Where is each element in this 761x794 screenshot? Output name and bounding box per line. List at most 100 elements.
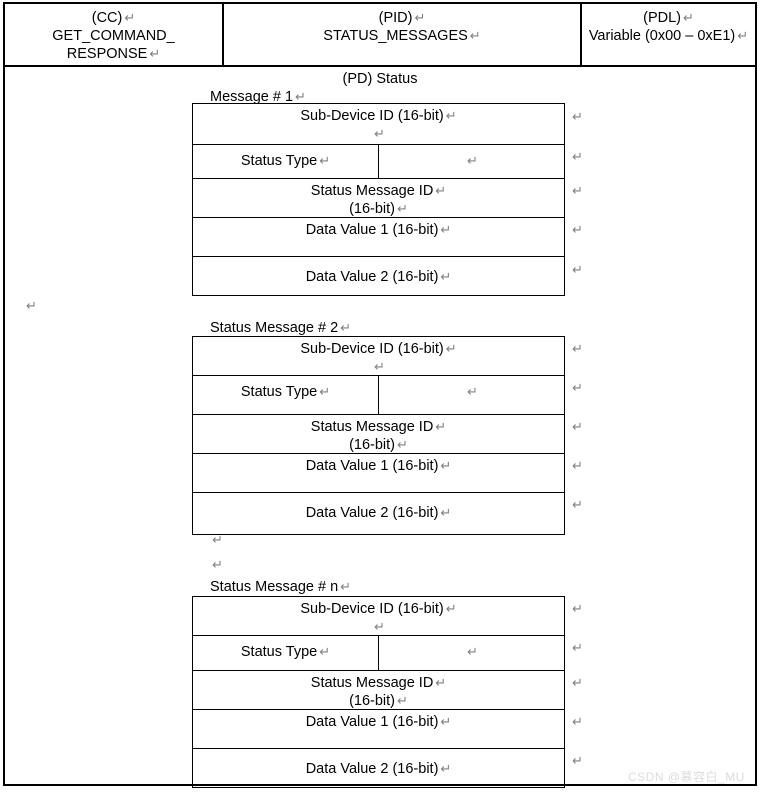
sub-device-id-label: Sub-Device ID (16-bit) <box>300 108 444 124</box>
spacer-return-icon: ↵ <box>212 557 223 572</box>
return-icon: ↵ <box>319 153 331 168</box>
return-icon: ↵ <box>319 384 331 399</box>
block2-caption-text: Status Message # 2 <box>210 320 339 336</box>
return-icon: ↵ <box>467 384 478 399</box>
data-value-2-label: Data Value 2 (16-bit) <box>305 269 439 285</box>
cc-tag: (CC) <box>91 10 123 26</box>
row-return-icon: ↵ <box>572 640 583 655</box>
return-icon: ↵ <box>440 269 452 284</box>
sub-device-id-label: Sub-Device ID (16-bit) <box>300 601 444 617</box>
status-type-empty-cell: ↵ <box>379 376 564 414</box>
row-return-icon: ↵ <box>572 714 583 729</box>
return-icon: ↵ <box>445 108 457 123</box>
return-icon: ↵ <box>440 761 452 776</box>
row-return-icon: ↵ <box>572 341 583 356</box>
row-return-icon: ↵ <box>572 183 583 198</box>
header-cell-pid: (PID)↵ STATUS_MESSAGES↵ <box>224 4 582 65</box>
row-return-icon: ↵ <box>572 753 583 768</box>
status-type-label: Status Type <box>240 153 318 169</box>
pdl-tag: (PDL) <box>643 10 681 26</box>
pd-status-area: (PD) Status Message # 1↵ ↵ Sub-Device ID… <box>5 67 755 788</box>
return-icon: ↵ <box>149 46 161 61</box>
return-icon: ↵ <box>435 183 447 198</box>
status-message-block-1: Sub-Device ID (16-bit)↵ ↵ Status Type↵ ↵… <box>192 103 565 296</box>
return-icon: ↵ <box>435 419 447 434</box>
return-icon: ↵ <box>340 320 352 335</box>
spacer-return-icon: ↵ <box>212 532 223 547</box>
header-cell-pdl: (PDL)↵ Variable (0x00 – 0xE1)↵ <box>582 4 755 65</box>
sub-device-id-line: Sub-Device ID (16-bit)↵ <box>193 104 564 125</box>
field-row-status-type: Status Type↵ ↵ <box>193 636 564 671</box>
status-message-id-bits: (16-bit) <box>349 437 396 453</box>
return-icon: ↵ <box>374 619 385 634</box>
field-row-data-value-1: Data Value 1 (16-bit)↵ <box>193 710 564 749</box>
return-icon: ↵ <box>435 675 447 690</box>
data-value-1-label: Data Value 1 (16-bit) <box>305 714 439 730</box>
data-value-2-line: Data Value 2 (16-bit)↵ <box>193 493 564 522</box>
status-message-id-bits: (16-bit) <box>349 693 396 709</box>
cc-value-line2-wrap: RESPONSE↵ <box>5 45 222 63</box>
field-row-data-value-1: Data Value 1 (16-bit)↵ <box>193 454 564 493</box>
field-row-sub-device-id: Sub-Device ID (16-bit)↵ ↵ <box>193 104 564 145</box>
status-message-id-label: Status Message ID <box>310 419 434 435</box>
return-icon: ↵ <box>682 10 694 25</box>
cc-value-line1: GET_COMMAND_ <box>52 28 175 44</box>
status-message-id-label: Status Message ID <box>310 183 434 199</box>
field-row-data-value-2: Data Value 2 (16-bit)↵ <box>193 749 564 787</box>
cc-tag-line: (CC)↵ <box>5 9 222 27</box>
status-message-id-bits: (16-bit) <box>349 201 396 217</box>
row-return-icon: ↵ <box>572 458 583 473</box>
field-row-data-value-2: Data Value 2 (16-bit)↵ <box>193 493 564 534</box>
return-icon: ↵ <box>469 28 481 43</box>
return-icon: ↵ <box>445 601 457 616</box>
block3-caption-text: Status Message # n <box>210 579 339 595</box>
status-message-id-line2: (16-bit)↵ <box>193 436 564 454</box>
data-value-1-label: Data Value 1 (16-bit) <box>305 222 439 238</box>
data-value-2-line: Data Value 2 (16-bit)↵ <box>193 749 564 778</box>
pid-tag-line: (PID)↵ <box>224 9 580 27</box>
row-return-icon: ↵ <box>572 149 583 164</box>
return-icon: ↵ <box>397 201 408 216</box>
pdl-tag-line: (PDL)↵ <box>582 9 755 27</box>
block2-caption: Status Message # 2↵ <box>210 319 351 337</box>
cc-value-line2: RESPONSE <box>66 46 148 62</box>
block1-caption-text: Message # 1 <box>210 89 294 105</box>
return-icon: ↵ <box>414 10 426 25</box>
row-return-icon: ↵ <box>572 601 583 616</box>
row-return-icon: ↵ <box>572 222 583 237</box>
status-message-id-line1: Status Message ID↵ <box>193 415 564 436</box>
field-row-status-message-id: Status Message ID↵ (16-bit)↵ <box>193 415 564 454</box>
return-icon: ↵ <box>374 359 385 374</box>
pdl-value-line1-wrap: Variable (0x00 – 0xE1)↵ <box>582 27 755 45</box>
data-value-1-line: Data Value 1 (16-bit)↵ <box>193 454 564 475</box>
return-icon: ↵ <box>440 505 452 520</box>
block1-caption: Message # 1↵ <box>210 88 306 106</box>
status-message-id-line1: Status Message ID↵ <box>193 179 564 200</box>
status-message-block-n: Sub-Device ID (16-bit)↵ ↵ Status Type↵ ↵… <box>192 596 565 788</box>
table-header-row: (CC)↵ GET_COMMAND_ RESPONSE↵ (PID)↵ STAT… <box>5 4 755 67</box>
return-icon: ↵ <box>440 222 452 237</box>
pid-tag: (PID) <box>378 10 413 26</box>
status-type-cell: Status Type↵ <box>193 145 379 178</box>
header-cell-cc: (CC)↵ GET_COMMAND_ RESPONSE↵ <box>5 4 224 65</box>
return-icon: ↵ <box>340 579 352 594</box>
data-value-1-label: Data Value 1 (16-bit) <box>305 458 439 474</box>
packet-structure-table: (CC)↵ GET_COMMAND_ RESPONSE↵ (PID)↵ STAT… <box>3 2 757 788</box>
status-type-empty-cell: ↵ <box>379 145 564 178</box>
status-message-id-line2: (16-bit)↵ <box>193 692 564 710</box>
field-row-data-value-2: Data Value 2 (16-bit)↵ <box>193 257 564 295</box>
csdn-watermark: CSDN @慕容白_MU <box>628 770 745 784</box>
sub-device-id-line: Sub-Device ID (16-bit)↵ <box>193 337 564 358</box>
row-return-icon: ↵ <box>572 497 583 512</box>
status-type-label: Status Type <box>240 644 318 660</box>
status-type-label: Status Type <box>240 384 318 400</box>
sub-device-id-label: Sub-Device ID (16-bit) <box>300 341 444 357</box>
return-icon: ↵ <box>467 153 478 168</box>
field-row-status-message-id: Status Message ID↵ (16-bit)↵ <box>193 179 564 218</box>
pdl-value-line1: Variable (0x00 – 0xE1) <box>588 28 736 44</box>
return-icon: ↵ <box>295 89 306 104</box>
return-icon: ↵ <box>374 126 385 141</box>
field-row-data-value-1: Data Value 1 (16-bit)↵ <box>193 218 564 257</box>
status-message-id-line1: Status Message ID↵ <box>193 671 564 692</box>
